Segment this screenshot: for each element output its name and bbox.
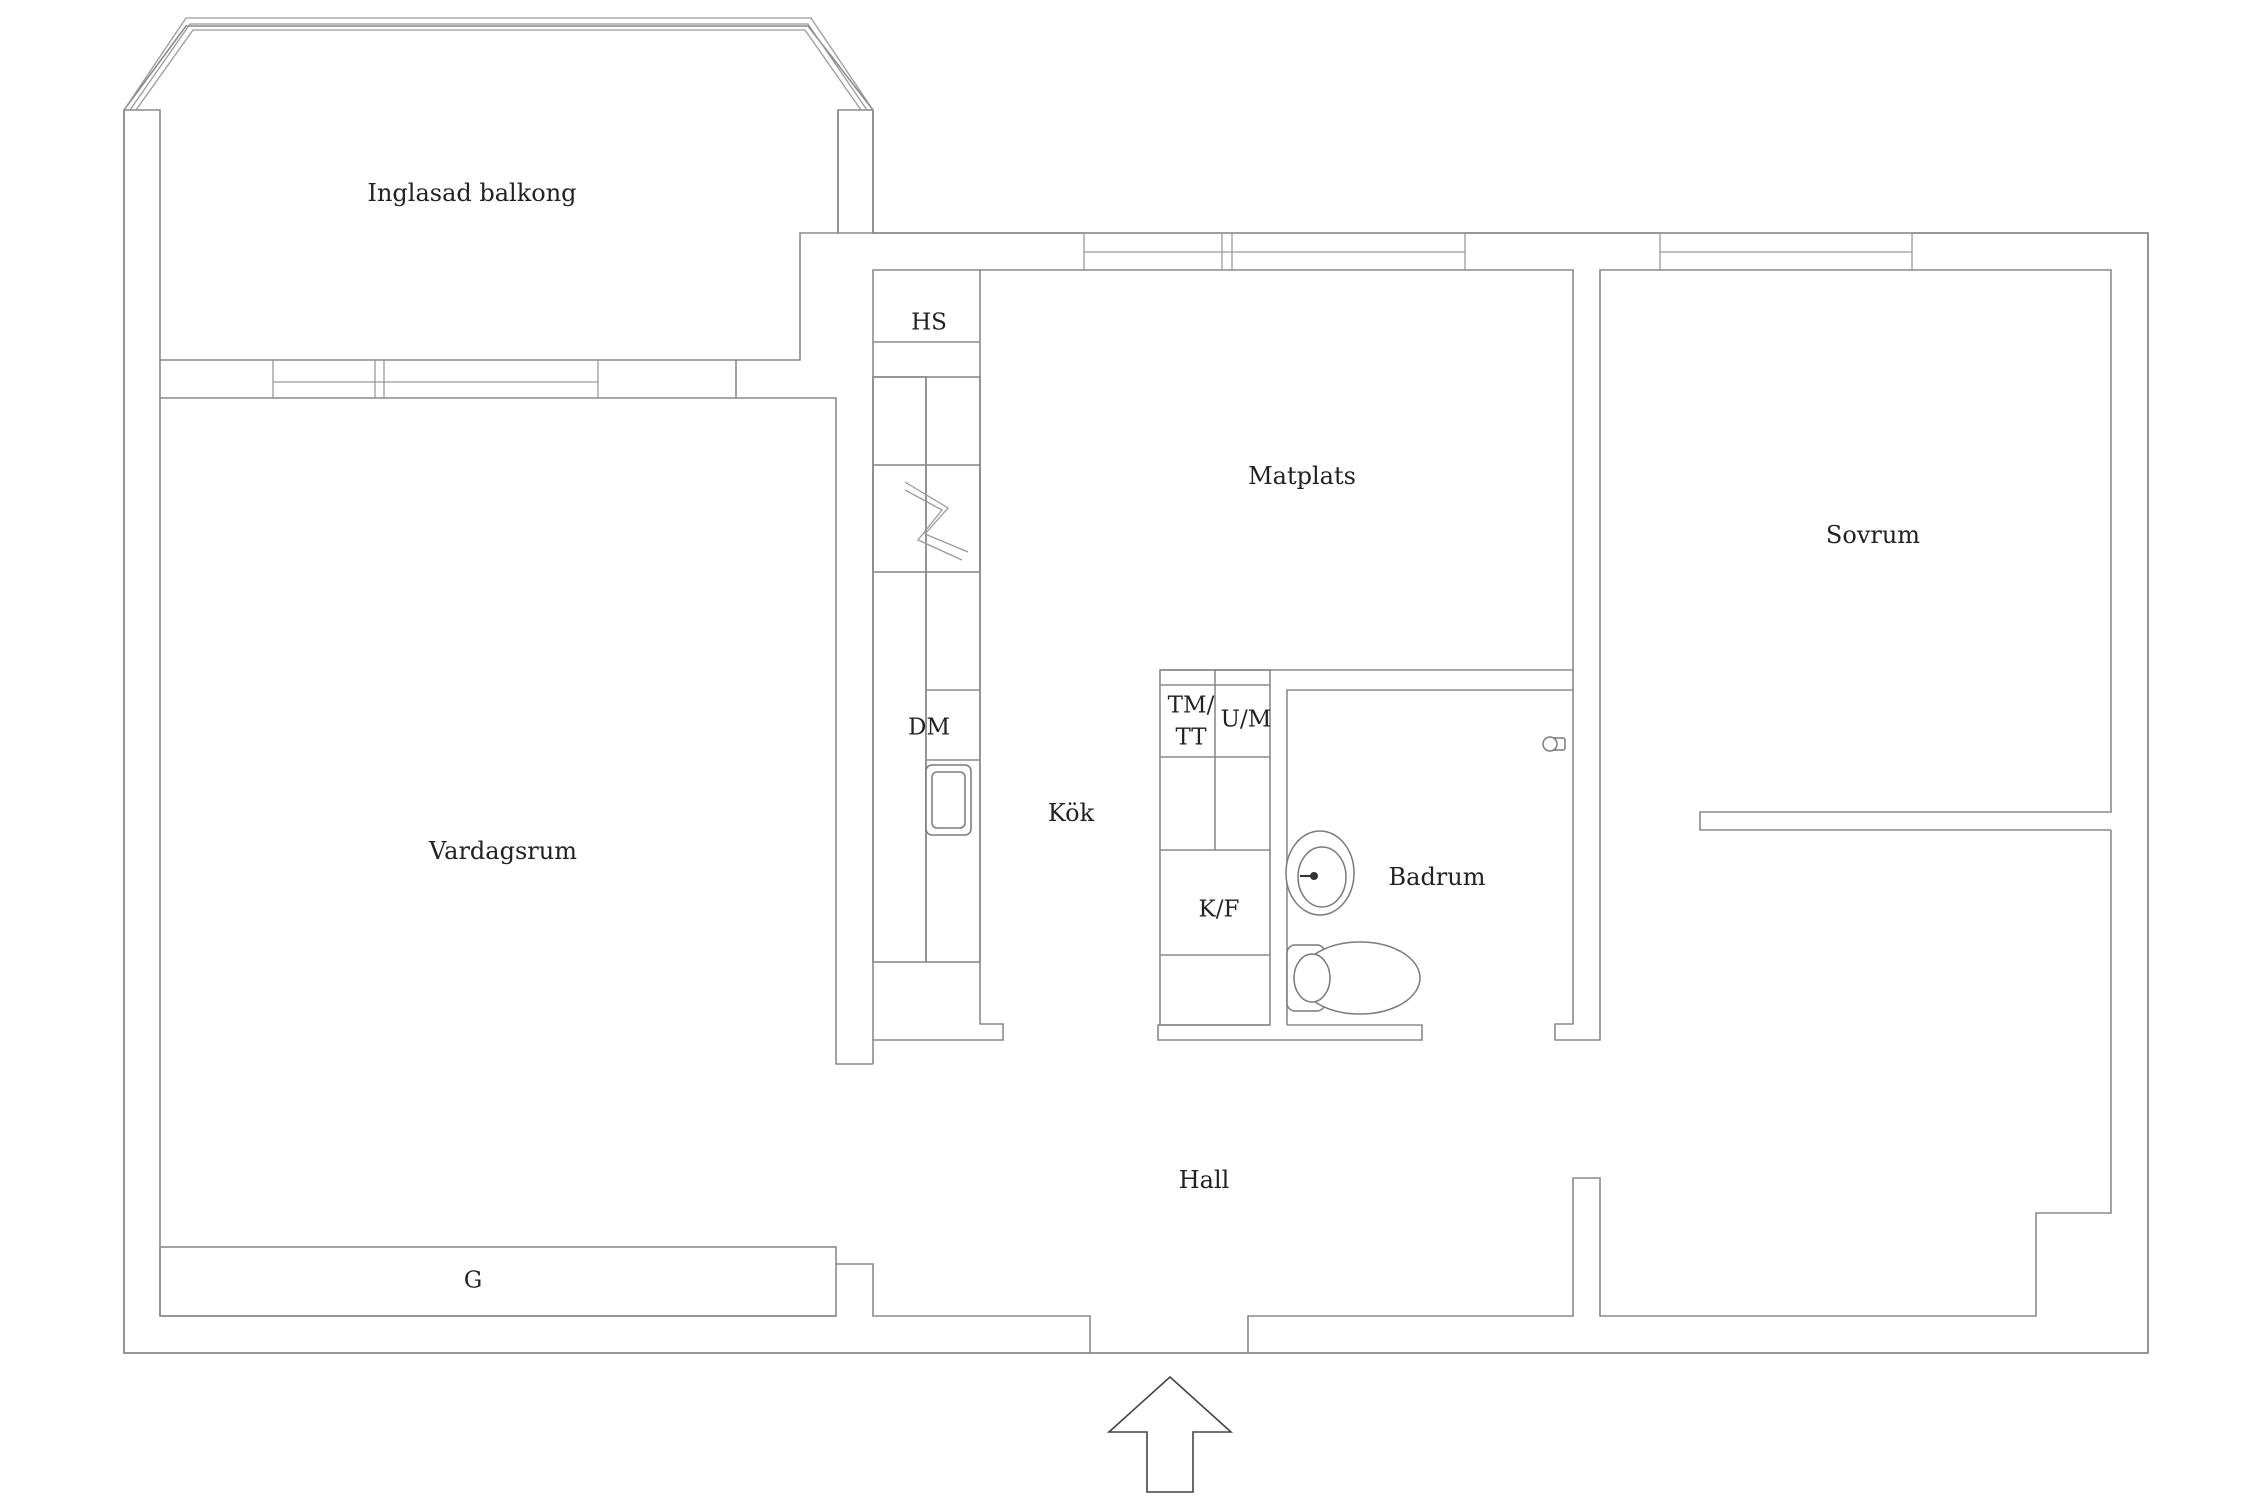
- fixture-label-um: U/M: [1220, 706, 1272, 733]
- room-label-kitchen: Kök: [1047, 799, 1095, 827]
- outer-wall: [123, 25, 2149, 1354]
- room-label-hall: Hall: [1178, 1166, 1230, 1194]
- appliance-column: [1157, 669, 1423, 1041]
- room-label-bathroom: Badrum: [1388, 863, 1486, 891]
- fixture-label-g: G: [463, 1267, 483, 1294]
- fixture-label-tt: TT: [1175, 724, 1207, 751]
- wardrobe: [159, 830, 2112, 1353]
- entrance-arrow: [1106, 1375, 1234, 1493]
- outer-wall-top-right: [872, 110, 2149, 1353]
- fixture-label-tm: TM/: [1167, 692, 1215, 719]
- bathroom-walls: [1285, 232, 2112, 1041]
- kitchen-counter: [872, 341, 981, 963]
- room-label-balcony: Inglasad balkong: [367, 179, 577, 207]
- balcony-glazing: [123, 17, 874, 361]
- room-label-dining: Matplats: [1248, 462, 1356, 490]
- kitchen-walls: [872, 232, 1574, 1064]
- living-room-walls: [159, 359, 873, 1316]
- fixture-label-hs: HS: [911, 309, 947, 336]
- room-label-living: Vardagsrum: [429, 837, 577, 865]
- fixture-label-kf: K/F: [1198, 896, 1240, 923]
- fixture-label-dm: DM: [908, 714, 950, 741]
- room-label-bedroom: Sovrum: [1825, 521, 1921, 549]
- outer-wall-left: [123, 110, 2148, 1354]
